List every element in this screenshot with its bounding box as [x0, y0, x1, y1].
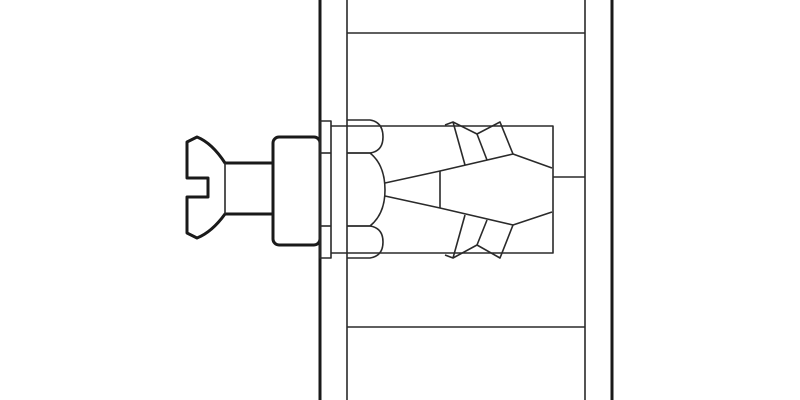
screw	[185, 135, 322, 247]
sleeve-body	[331, 125, 554, 254]
wing-edge	[476, 219, 488, 246]
wing-edge	[452, 214, 466, 259]
screw-head	[185, 135, 273, 240]
wing-edge	[452, 121, 466, 166]
wing-bottom	[444, 214, 514, 259]
wing-edge	[476, 133, 488, 161]
washer	[319, 120, 332, 259]
cone-bottom-edge	[384, 195, 553, 226]
wall	[318, 0, 614, 400]
screw-collar	[271, 135, 322, 247]
anchor-sleeve	[331, 119, 585, 259]
sleeve-lobe-middle	[347, 152, 386, 227]
sleeve-lobe-bottom	[347, 225, 384, 259]
sleeve-lobe-top	[347, 119, 384, 154]
washer-plate	[319, 120, 332, 259]
cone-top-edge	[384, 153, 553, 184]
wing-top	[444, 121, 514, 166]
